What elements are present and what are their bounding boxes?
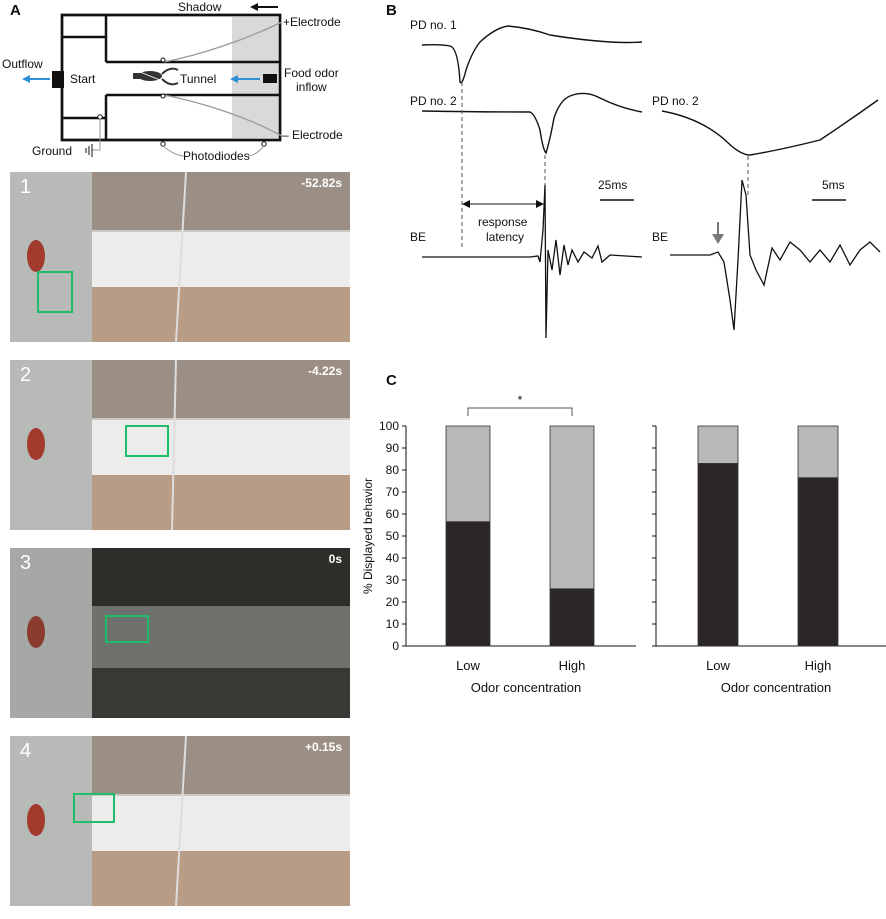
frame-time: +0.15s (304, 740, 342, 754)
tank-schematic (22, 3, 283, 157)
be-trace (422, 184, 643, 339)
y-tick-label: 40 (386, 551, 400, 565)
video-frame-4: 4 +0.15s (10, 736, 350, 906)
inflow-label: inflow (296, 80, 327, 94)
pd2-label: PD no. 2 (410, 94, 457, 108)
bar-segment (549, 588, 595, 647)
plus-electrode-label: +Electrode (283, 15, 341, 29)
video-frame-3: 3 0s (10, 548, 350, 718)
significance-bracket (467, 407, 573, 416)
photodiodes-label: Photodiodes (183, 149, 250, 163)
frame-time: 0s (328, 552, 342, 566)
panel-b-letter: B (386, 2, 397, 19)
y-tick-label: 0 (392, 639, 399, 653)
recording-traces (421, 25, 881, 339)
crayfish-highlight-box (73, 793, 115, 823)
crayfish-highlight-box (125, 425, 169, 457)
scale-5ms-label: 5ms (822, 178, 845, 192)
y-tick-label: 50 (386, 529, 400, 543)
x-tick-label: Low (706, 658, 730, 673)
bar-segment (697, 463, 739, 647)
outflow-label: Outflow (2, 57, 43, 71)
x-tick-label: Low (456, 658, 480, 673)
be-right-label: BE (652, 230, 669, 244)
down-arrow-icon (712, 234, 724, 244)
crayfish-highlight-box (37, 271, 73, 313)
video-frame-2: 2 -4.22s (10, 360, 350, 530)
frame-time: -4.22s (307, 364, 342, 378)
tunnel-label: Tunnel (180, 72, 217, 86)
panel-a-letter: A (10, 2, 21, 19)
y-tick-label: 20 (386, 595, 400, 609)
x-axis-label: Odor concentration (721, 680, 832, 695)
pd1-label: PD no. 1 (410, 18, 457, 32)
x-axis-label: Odor concentration (471, 680, 582, 695)
scale-25ms-label: 25ms (598, 178, 628, 192)
significance-star: * (518, 393, 523, 407)
latency-label-2: latency (486, 230, 525, 244)
pd2-trace (421, 92, 643, 155)
frame-number: 2 (20, 364, 32, 386)
be-label: BE (410, 230, 427, 244)
y-tick-label: 100 (379, 419, 399, 433)
bar-segment (697, 425, 739, 464)
pd1-trace (421, 25, 643, 84)
shadow-label: Shadow (178, 0, 222, 14)
bar-segment (797, 477, 839, 647)
be-right-trace (670, 179, 881, 331)
bar-segment (445, 521, 491, 647)
food-odor-label: Food odor (284, 66, 339, 80)
crayfish-highlight-box (105, 615, 149, 643)
bar-segment (549, 425, 595, 590)
frame-time: -52.82s (301, 176, 342, 190)
frame-number: 3 (20, 552, 32, 574)
y-tick-label: 10 (386, 617, 400, 631)
start-label: Start (70, 72, 96, 86)
y-tick-label: 60 (386, 507, 400, 521)
latency-label-1: response (478, 215, 528, 229)
crayfish-icon (133, 67, 179, 86)
y-tick-label: 30 (386, 573, 400, 587)
y-tick-label: 90 (386, 441, 400, 455)
pd2-right-trace (661, 99, 879, 156)
frame-number: 1 (20, 176, 32, 198)
ground-label: Ground (32, 144, 73, 158)
y-tick-label: 80 (386, 463, 400, 477)
x-tick-label: High (559, 658, 586, 673)
minus-electrode-label: – Electrode (282, 128, 343, 142)
y-axis-label: % Displayed behavior (361, 478, 375, 594)
bar-segment (797, 425, 839, 479)
frame-number: 4 (20, 740, 32, 762)
pd2-right-label: PD no. 2 (652, 94, 699, 108)
y-tick-label: 70 (386, 485, 400, 499)
panel-c-letter: C (386, 372, 397, 389)
video-frame-1: 1 -52.82s (10, 172, 350, 342)
x-tick-label: High (805, 658, 832, 673)
bar-segment (445, 425, 491, 523)
